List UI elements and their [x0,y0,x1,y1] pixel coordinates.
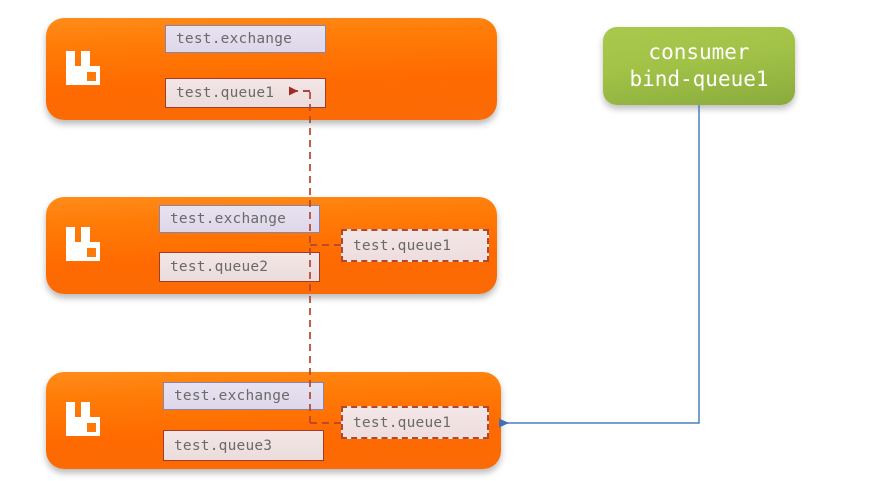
exchange-chip-node-1[interactable]: test.exchange [165,25,326,53]
ghost-queue-chip-node-3[interactable]: test.queue1 [341,406,489,439]
ghost-queue-chip-node-2[interactable]: test.queue1 [341,229,489,262]
exchange-label: test.exchange [174,388,291,404]
queue-label: test.queue1 [176,85,275,101]
exchange-label: test.exchange [176,31,293,47]
queue-label: test.queue3 [174,437,273,454]
rabbitmq-node-3[interactable]: test.exchange test.queue3 test.queue1 [46,372,501,469]
rabbitmq-node-2[interactable]: test.exchange test.queue2 test.queue1 [46,197,497,294]
consumer-wire [499,105,700,428]
queue-chip-node-3[interactable]: test.queue3 [163,430,324,461]
rabbitmq-logo-icon [64,49,102,89]
exchange-label: test.exchange [170,211,287,227]
rabbitmq-logo-icon [64,400,102,440]
consumer-box[interactable]: consumer bind-queue1 [603,27,795,105]
rabbitmq-logo-icon [64,225,102,265]
exchange-chip-node-3[interactable]: test.exchange [163,382,324,410]
queue-label: test.queue2 [170,259,269,275]
ghost-queue-label: test.queue1 [353,414,452,431]
queue-chip-node-2[interactable]: test.queue2 [159,252,320,282]
ghost-queue-label: test.queue1 [353,237,452,254]
queue-chip-node-1[interactable]: test.queue1 [165,78,326,108]
rabbitmq-node-1[interactable]: test.exchange test.queue1 [46,18,497,120]
consumer-line-1: consumer [648,39,750,64]
consumer-line-2: bind-queue1 [629,67,769,91]
exchange-chip-node-2[interactable]: test.exchange [159,205,320,233]
